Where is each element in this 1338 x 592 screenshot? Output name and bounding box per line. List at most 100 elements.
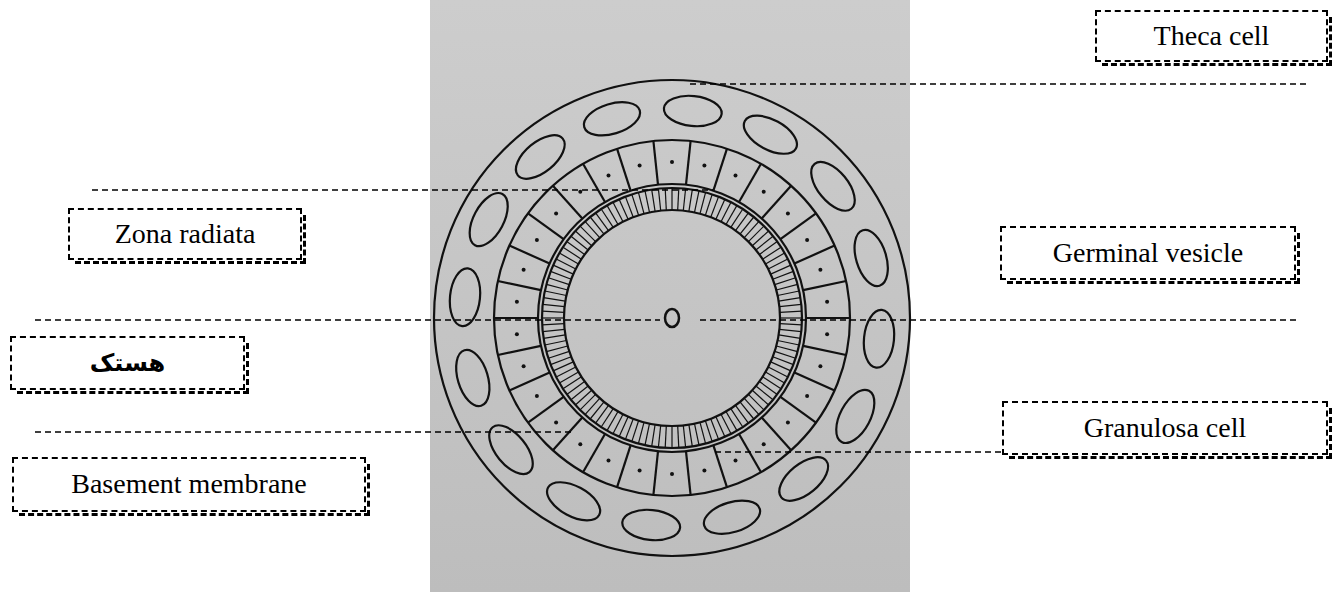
granulosa-nucleus (805, 394, 809, 398)
granulosa-cell-wall (617, 445, 631, 487)
zona-striation (744, 221, 759, 237)
label-box: Basement membrane (12, 457, 366, 512)
zona-striation (559, 253, 578, 264)
granulosa-cell-wall (803, 281, 846, 290)
zona-striation (563, 377, 581, 389)
zona-striation (585, 398, 600, 414)
granulosa-nucleus (818, 364, 822, 368)
zona-striation (638, 422, 644, 443)
zona-striation (545, 341, 567, 346)
granulosa-cell-wall (494, 317, 538, 319)
granulosa-nucleus (670, 160, 674, 164)
granulosa-cell-wall (653, 451, 658, 495)
granulosa-cell-wall (713, 149, 727, 191)
granulosa-nucleus (522, 268, 526, 272)
nucleolus-dot (665, 309, 679, 327)
zona-striation (567, 242, 585, 255)
zona-striation (678, 188, 679, 210)
granulosa-cell-wall (780, 213, 816, 239)
zona-striation (580, 226, 596, 242)
granulosa-cell-wall (528, 213, 564, 239)
zona-striation (740, 217, 754, 234)
zona-striation (625, 419, 633, 440)
granulosa-cell-wall (583, 434, 605, 472)
zona-striation (645, 191, 650, 213)
zona-striation (736, 213, 749, 231)
zona-striation (711, 419, 719, 440)
zona-striation (695, 191, 700, 213)
granulosa-cell-wall (498, 281, 541, 290)
zona-striation (645, 424, 650, 446)
label-text: Zona radiata (115, 219, 256, 250)
zona-striation (773, 271, 794, 279)
zona-striation (601, 409, 613, 427)
zona-striation (775, 351, 796, 358)
zona-striation (571, 236, 588, 250)
zona-striation (779, 304, 801, 306)
granulosa-cell-wall (762, 186, 791, 219)
zona-striation (731, 409, 743, 427)
zona-striation (776, 284, 797, 290)
zona-striation (551, 271, 572, 279)
zona-striation (779, 329, 801, 331)
zona-striation (773, 357, 794, 365)
granulosa-nucleus (535, 238, 539, 242)
granulosa-nucleus (734, 459, 738, 463)
granulosa-nucleus (670, 472, 674, 476)
zona-striation (652, 425, 655, 447)
label-box: هستک (10, 336, 245, 390)
zona-striation (607, 412, 618, 431)
zona-striation (546, 346, 567, 352)
granulosa-nucleus (535, 394, 539, 398)
label-text: Basement membrane (71, 469, 307, 500)
basement-membrane-line (494, 140, 850, 496)
zona-striation (544, 335, 566, 338)
granulosa-cell-wall (806, 317, 850, 319)
zona-striation (665, 188, 666, 210)
zona-striation (601, 209, 613, 227)
zona-inner-line (564, 210, 780, 426)
granulosa-cell-wall (686, 141, 691, 185)
zona-striation (665, 426, 666, 448)
zona-striation (756, 236, 773, 250)
zona-striation (780, 324, 802, 325)
zona-striation (542, 317, 564, 318)
granulosa-nucleus (825, 332, 829, 336)
follicle-outline (434, 80, 910, 556)
granulosa-cell-wall (762, 418, 791, 451)
granulosa-nucleus (818, 268, 822, 272)
zona-striation (551, 357, 572, 365)
zona-striation (748, 394, 764, 410)
theca-cell-shape (848, 226, 893, 290)
theca-cell-shape (541, 474, 606, 528)
granulosa-nucleus (554, 212, 558, 216)
label-box: Granulosa cell (1002, 401, 1328, 455)
zona-striation (553, 362, 573, 371)
zona-striation (776, 346, 797, 352)
granulosa-nucleus (638, 469, 642, 473)
zona-striation (658, 189, 660, 211)
granulosa-nucleus (805, 238, 809, 242)
zona-striation (711, 197, 719, 218)
granulosa-cell-wall (583, 164, 605, 202)
label-text: Germinal vesicle (1053, 238, 1243, 269)
zona-striation (740, 402, 754, 419)
zona-striation (689, 425, 692, 447)
label-box: Germinal vesicle (1000, 226, 1296, 280)
zona-striation (632, 421, 639, 442)
theca-cell-shape (580, 96, 644, 141)
zona-striation (771, 265, 791, 274)
zona-striation (700, 192, 706, 213)
zona-outer-line (542, 188, 802, 448)
zona-striation (763, 247, 781, 259)
granulosa-cell-wall (528, 397, 564, 423)
leader-lines (35, 84, 1308, 452)
granulosa-nucleus (578, 190, 582, 194)
zona-striation (548, 278, 569, 285)
theca-cell-shape (662, 93, 723, 129)
granulosa-cell-wall (553, 418, 582, 451)
granulosa-nucleus (607, 459, 611, 463)
zona-striation (752, 390, 768, 405)
theca-cell-shape (861, 308, 897, 369)
granulosa-inner-line (538, 184, 806, 452)
